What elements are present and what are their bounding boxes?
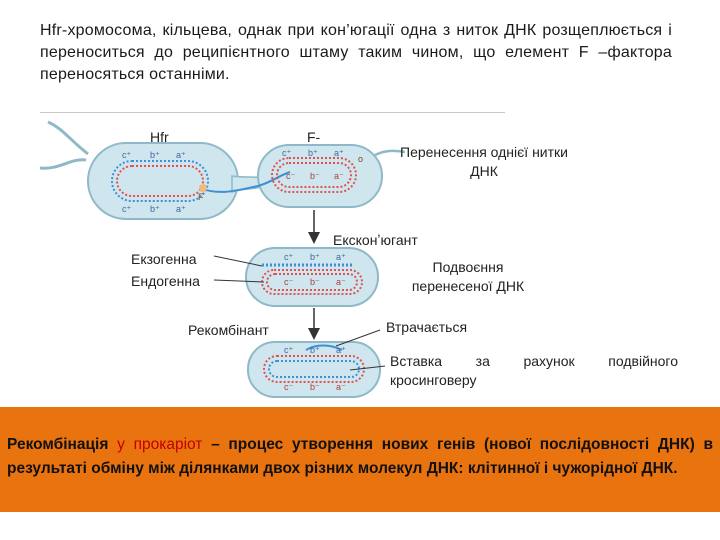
gene-c-plus-hfr-bottom: c⁺ [122, 204, 132, 214]
gene-b-plus-hfr-bottom: b⁺ [150, 204, 160, 214]
gene-b-minus-fminus: b⁻ [310, 171, 320, 181]
hfr-dna-outer [111, 160, 209, 202]
f-factor-marker [199, 184, 207, 192]
gene-c-plus-recomb: c⁺ [284, 345, 294, 355]
insertion-label: Вставка за рахунок подвійного кросингове… [390, 353, 678, 388]
lost-fragment [305, 344, 343, 351]
gene-b-minus-recomb: b⁻ [310, 382, 320, 392]
recombinant-dna-inner [268, 360, 360, 378]
recombinant-label: Рекомбінант [188, 322, 269, 338]
pointer-lost [335, 329, 381, 347]
lost-label: Втрачається [386, 319, 468, 335]
pointer-endogenote [213, 279, 265, 283]
fminus-cell [257, 144, 383, 208]
definition-box: Рекомбінація у прокаріот – процес утворе… [0, 407, 720, 512]
hfr-cell [87, 142, 239, 220]
fminus-label: F- [307, 129, 321, 145]
replication-label: Подвоєння перенесеної ДНК [411, 259, 525, 294]
gene-b-plus-recomb: b⁺ [310, 345, 320, 355]
gene-b-plus-fminus: b⁺ [308, 148, 318, 158]
transfer-strand-label: Перенесення однієї нитки ДНК [400, 144, 568, 179]
gene-a-plus-recomb: a⁺ [336, 345, 346, 355]
fminus-dna-outer [271, 157, 357, 193]
gene-a-plus-fminus: a⁺ [334, 148, 344, 158]
definition-highlight: у прокаріот [117, 436, 203, 453]
recombinant-dna-outer [263, 355, 365, 383]
gene-c-minus-fminus: c⁻ [286, 171, 296, 181]
definition-term: Рекомбінація [7, 436, 118, 453]
fminus-dna-inner [276, 162, 352, 188]
exogenote-label: Екзогенна [131, 251, 197, 267]
definition-body: – процес утворення нових генів (нової по… [7, 436, 713, 477]
gene-a-plus-exconj: a⁺ [336, 252, 346, 262]
gene-a-plus-hfr-bottom: a⁺ [176, 204, 186, 214]
divider-line [40, 112, 505, 113]
endogenote-label: Ендогенна [131, 273, 200, 289]
exconjugant-label: Ексконʼюгант [333, 232, 418, 248]
gene-b-minus-exconj: b⁻ [310, 277, 320, 287]
pointer-insertion [349, 365, 386, 371]
intro-paragraph: Hfr-хромосома, кільцева, однак при кон’ю… [40, 22, 672, 83]
hfr-dna-inner [116, 165, 204, 197]
gene-c-plus-hfr-top: c⁺ [122, 150, 132, 160]
hfr-flagellum-top [47, 120, 89, 156]
endogenote-dna-inner [266, 273, 358, 291]
gene-c-minus-exconj: c⁻ [284, 277, 294, 287]
gene-b-plus-hfr-top: b⁺ [150, 150, 160, 160]
gene-c-minus-recomb: c⁻ [284, 382, 294, 392]
gene-a-minus-fminus: a⁻ [334, 171, 344, 181]
gene-b-plus-exconj: b⁺ [310, 252, 320, 262]
gene-a-minus-exconj: a⁻ [336, 277, 346, 287]
hfr-flagellum-bottom [39, 158, 87, 170]
exconjugant-cell [245, 247, 379, 307]
gene-o-fminus: o [358, 154, 363, 164]
gene-a-plus-hfr-top: a⁺ [176, 150, 186, 160]
gene-c-plus-exconj: c⁺ [284, 252, 294, 262]
gene-a-minus-recomb: a⁻ [336, 382, 346, 392]
gene-c-plus-fminus: c⁺ [282, 148, 292, 158]
gene-f-hfr: F [198, 192, 204, 202]
conjugation-diagram: c⁺ b⁺ a⁺ c⁺ b⁺ a⁺ F c⁺ b⁺ a⁺ o c⁺ b⁺ a⁺ … [39, 120, 406, 398]
transferred-strand [199, 171, 291, 193]
hfr-label: Hfr [150, 129, 169, 145]
pointer-exogenote [213, 255, 263, 267]
